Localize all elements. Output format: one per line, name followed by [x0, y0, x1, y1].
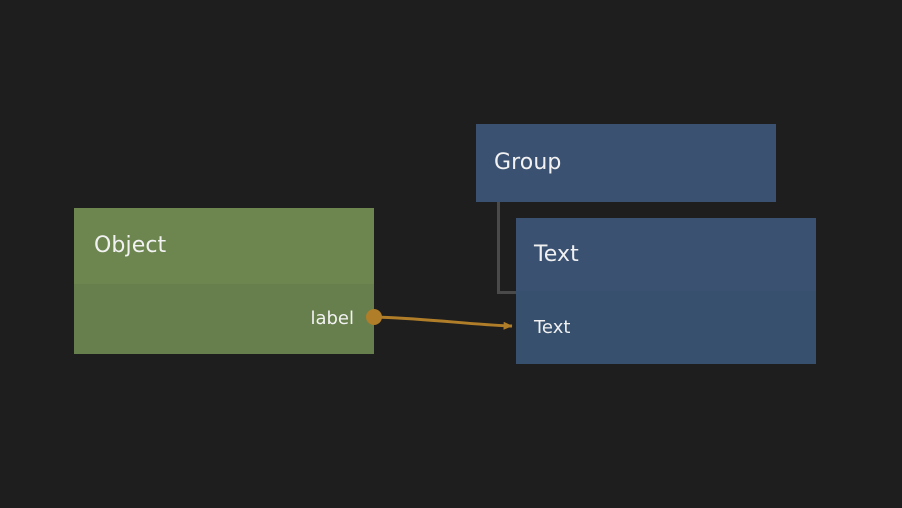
- label-to-text-edge[interactable]: [373, 315, 513, 330]
- node-object[interactable]: Object label: [74, 208, 374, 354]
- node-text[interactable]: Text Text: [516, 218, 816, 364]
- node-object-title: Object: [94, 233, 167, 258]
- node-group[interactable]: Group: [476, 124, 776, 202]
- node-group-title: Group: [494, 150, 562, 175]
- node-text-row-label-text: Text: [534, 316, 571, 338]
- node-text-header[interactable]: Text: [516, 218, 816, 291]
- node-object-row-label-text: label: [310, 308, 354, 329]
- node-object-row-label[interactable]: label: [74, 284, 374, 354]
- node-object-header[interactable]: Object: [74, 208, 374, 284]
- node-text-title: Text: [534, 241, 579, 267]
- node-group-header[interactable]: Group: [476, 124, 776, 202]
- node-text-row-label[interactable]: Text: [516, 291, 816, 364]
